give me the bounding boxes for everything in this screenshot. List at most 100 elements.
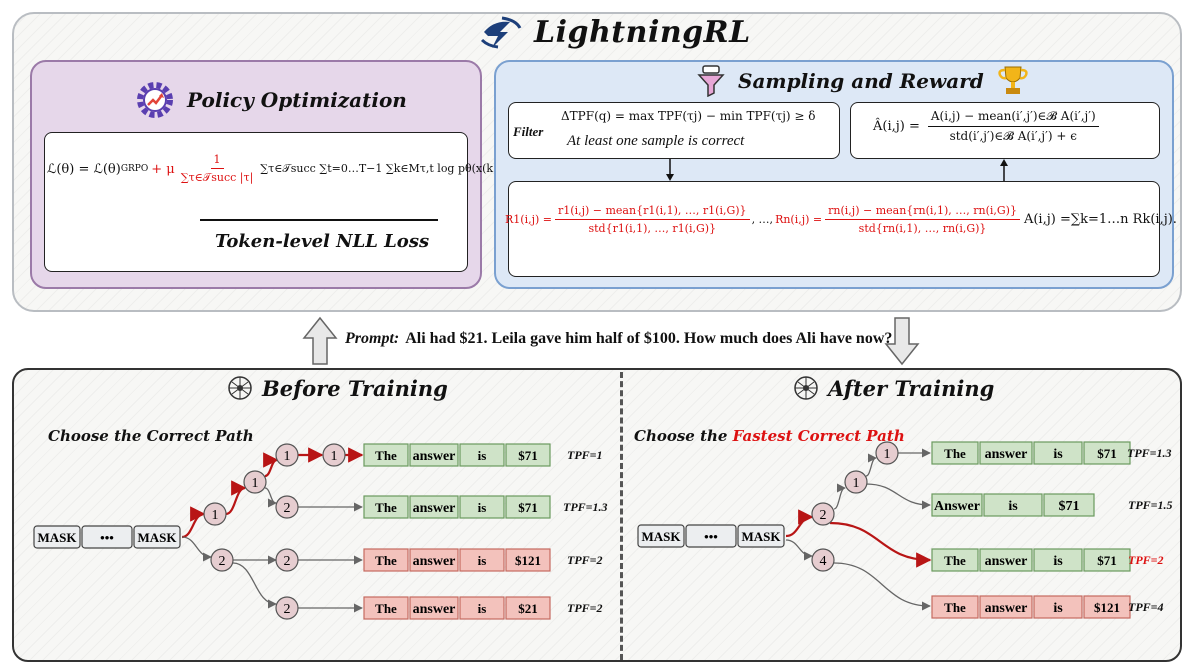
node-label: 4 [820, 554, 827, 569]
node-label: 2 [284, 501, 291, 516]
node-circle [844, 470, 868, 494]
answer-token-label: is [478, 500, 487, 515]
answer-token [459, 548, 505, 572]
mask-token-label: ••• [704, 529, 718, 544]
reward-to-advantage-arrowhead [1000, 159, 1008, 166]
mask-token [81, 525, 133, 549]
tpf-label: TPF=4 [1128, 600, 1164, 614]
edge [785, 539, 813, 561]
answer-token-label: is [1053, 447, 1063, 462]
answer-token-label: The [944, 553, 966, 568]
node-circle [275, 548, 299, 572]
answer-token-label: is [1053, 601, 1063, 616]
node-label: 1 [331, 449, 338, 464]
node-label: 1 [252, 476, 259, 491]
sampling-reward-panel: Sampling and Reward Filter ΔTPF(q) = max… [494, 60, 1177, 289]
edge [833, 562, 931, 611]
answer-token-label: is [478, 601, 487, 616]
filter-funnel-icon [697, 65, 725, 97]
answer-token [363, 443, 409, 467]
highlight-edge [263, 452, 279, 478]
answer-token-label: $21 [518, 601, 538, 616]
nll-underline [200, 219, 438, 221]
tpf-label: TPF=1.5 [1128, 498, 1173, 512]
answer-token-label: answer [985, 554, 1028, 569]
reward-sum-lhs: A(i,j) = [1023, 212, 1071, 227]
node-circle [210, 548, 234, 572]
filter-box: Filter ΔTPF(q) = max TPF(τj) − min TPF(τ… [508, 102, 840, 159]
prompt-text: Ali had $21. Leila gave him half of $100… [405, 330, 893, 347]
answer-token [931, 493, 983, 517]
mask-token [637, 524, 685, 548]
reward-n-numerator: rn(i,j) − mean{rn(i,1), …, rn(i,G)} [825, 204, 1020, 220]
answer-token [1033, 595, 1083, 619]
policy-optimization-panel: Policy Optimization ℒ(θ) = ℒ(θ)GRPO + μ … [30, 60, 577, 289]
answer-token-label: answer [413, 449, 456, 464]
highlight-edge [181, 506, 206, 539]
advantage-numerator: A(i,j) − mean(i′,j′)∈𝓑 A(i′,j′) [927, 109, 1099, 127]
neural-net-icon [228, 376, 252, 400]
after-subtitle-highlight: Fastest Correct Path [732, 427, 905, 445]
trophy-icon [998, 66, 1028, 94]
answer-token-label: The [375, 448, 397, 463]
node-circle [203, 502, 227, 526]
answer-token-label: $71 [518, 500, 538, 515]
filter-formula: ΔTPF(q) = max TPF(τj) − min TPF(τj) ≥ δ [561, 109, 816, 123]
answer-token-label: is [1053, 554, 1063, 569]
mask-token [133, 525, 181, 549]
answer-token [409, 548, 459, 572]
diagram-title: LightningRL [534, 14, 751, 50]
node-circle [243, 470, 267, 494]
edge [865, 453, 877, 477]
lightning-logo-icon [480, 16, 522, 49]
gear-chart-icon [137, 82, 173, 118]
mask-token [685, 524, 737, 548]
node-circle [811, 548, 835, 572]
advantage-fraction: A(i,j) − mean(i′,j′)∈𝓑 A(i′,j′) std(i′,j… [927, 109, 1099, 144]
advantage-lhs: Â(i,j) = [873, 119, 920, 134]
reward-1-denominator: std{r1(i,1), …, r1(i,G)} [588, 222, 717, 235]
tpf-label: TPF=1.3 [1127, 446, 1172, 460]
answer-token-label: The [944, 600, 966, 615]
answer-token-label: answer [413, 554, 456, 569]
loss-sub: GRPO [120, 164, 149, 174]
highlight-edge [829, 521, 932, 568]
answer-token-label: is [478, 448, 487, 463]
mask-token-label: MASK [642, 529, 682, 544]
edge [865, 483, 931, 510]
answer-token [979, 595, 1033, 619]
loss-weight-fraction: 1 ∑τ∈𝒯succ |τ| [178, 153, 257, 185]
answer-token [1033, 441, 1083, 465]
title-group: LightningRL [480, 14, 751, 50]
reward-n-lhs: Rn(i,j) = [775, 213, 823, 226]
after-training-title: After Training [828, 375, 995, 401]
node-label: 2 [284, 602, 291, 617]
answer-token [1083, 595, 1131, 619]
answer-token-label: $71 [1097, 553, 1117, 568]
node-label: 1 [853, 476, 860, 491]
filter-to-reward-arrowhead [666, 174, 674, 181]
node-circle [811, 502, 835, 526]
answer-token-label: The [375, 601, 397, 616]
prompt-label: Prompt: [345, 330, 400, 347]
answer-token [459, 443, 505, 467]
down-arrow-icon [884, 317, 920, 366]
reward-box: R1(i,j) = r1(i,j) − mean{r1(i,1), …, r1(… [505, 181, 1177, 277]
answer-token [505, 596, 551, 620]
reward-formula: R1(i,j) = r1(i,j) − mean{r1(i,1), …, r1(… [505, 204, 1177, 235]
tpf-label: TPF=1.3 [563, 500, 608, 514]
node-label: 1 [212, 508, 219, 523]
answer-token-label: answer [985, 601, 1028, 616]
mask-token [33, 525, 81, 549]
answer-token-label: answer [985, 447, 1028, 462]
answer-token [363, 548, 409, 572]
node-label: 2 [219, 554, 226, 569]
answer-token-label: $121 [1094, 600, 1120, 615]
section-divider [620, 372, 623, 660]
policy-title-group: Policy Optimization [135, 80, 407, 120]
filter-note: At least one sample is correct [567, 133, 745, 149]
answer-token-label: The [375, 553, 397, 568]
sampling-arrows [666, 159, 1008, 181]
sampling-title-group: Sampling and Reward [696, 64, 1030, 98]
